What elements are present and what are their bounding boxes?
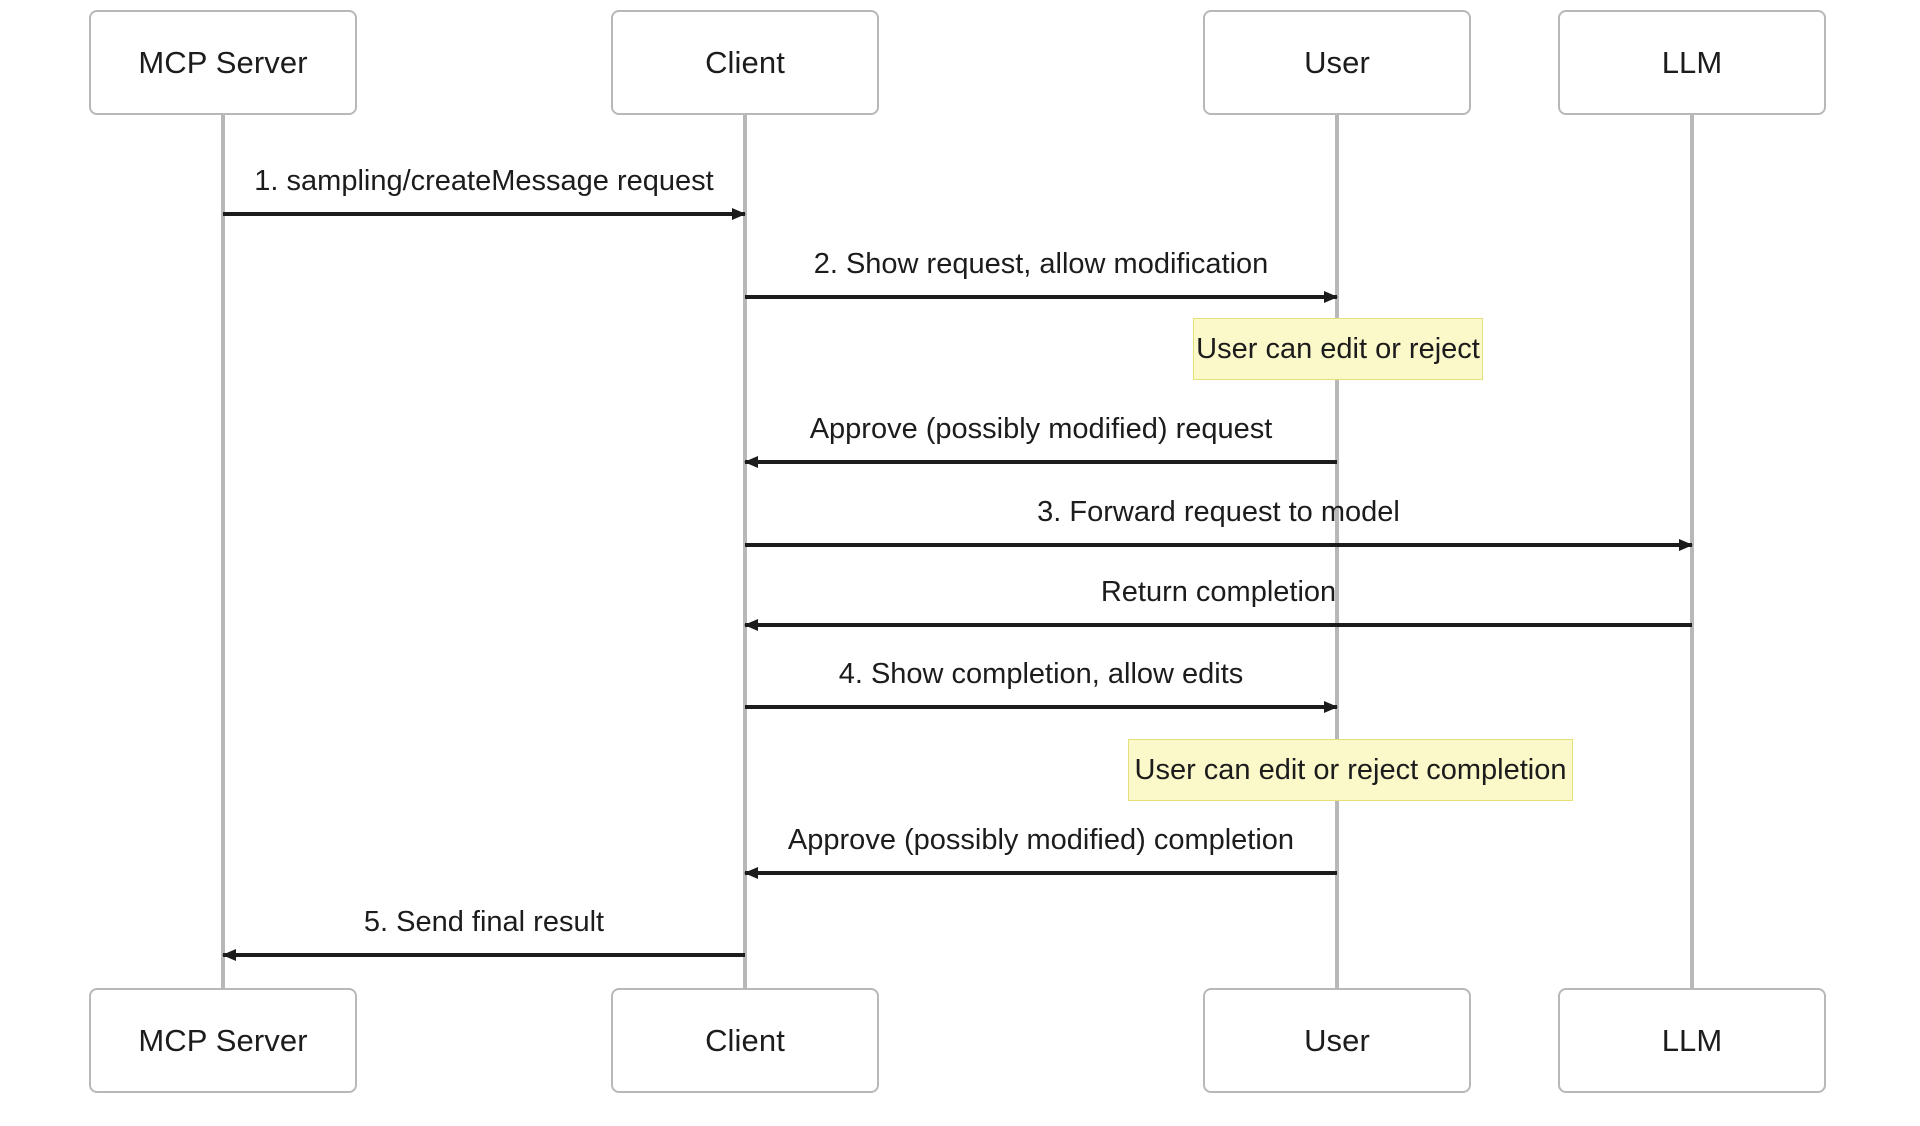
message-label-3: Approve (possibly modified) request <box>809 413 1273 445</box>
message-label-8: 5. Send final result <box>363 906 605 938</box>
participant-label: Client <box>705 1022 785 1058</box>
participant-llm-top[interactable]: LLM <box>1558 10 1826 115</box>
note-user-edit-reject: User can edit or reject <box>1193 318 1483 380</box>
participant-label: User <box>1304 1022 1370 1058</box>
participant-label: LLM <box>1661 44 1723 80</box>
participant-label: User <box>1304 44 1370 80</box>
participant-user-top[interactable]: User <box>1203 10 1471 115</box>
lifelines-group <box>221 115 1694 988</box>
participant-llm-bottom[interactable]: LLM <box>1558 988 1826 1093</box>
message-label-5: Return completion <box>1100 576 1337 608</box>
note-user-edit-reject-completion: User can edit or reject completion <box>1128 739 1573 801</box>
message-label-7: Approve (possibly modified) completion <box>787 824 1295 856</box>
participant-user-bottom[interactable]: User <box>1203 988 1471 1093</box>
participant-label: MCP Server <box>138 44 308 80</box>
participant-label: LLM <box>1661 1022 1723 1058</box>
message-label-2: 2. Show request, allow modification <box>813 248 1269 280</box>
message-label-6: 4. Show completion, allow edits <box>838 658 1244 690</box>
participant-mcp-server-top[interactable]: MCP Server <box>89 10 357 115</box>
participant-mcp-server-bottom[interactable]: MCP Server <box>89 988 357 1093</box>
participant-client-top[interactable]: Client <box>611 10 879 115</box>
message-label-4: 3. Forward request to model <box>1037 496 1400 528</box>
participant-label: MCP Server <box>138 1022 308 1058</box>
message-arrows-group <box>222 208 1693 961</box>
participant-client-bottom[interactable]: Client <box>611 988 879 1093</box>
note-label: User can edit or reject completion <box>1134 753 1567 786</box>
participant-label: Client <box>705 44 785 80</box>
note-label: User can edit or reject <box>1196 332 1480 365</box>
message-label-1: 1. sampling/createMessage request <box>254 165 714 197</box>
